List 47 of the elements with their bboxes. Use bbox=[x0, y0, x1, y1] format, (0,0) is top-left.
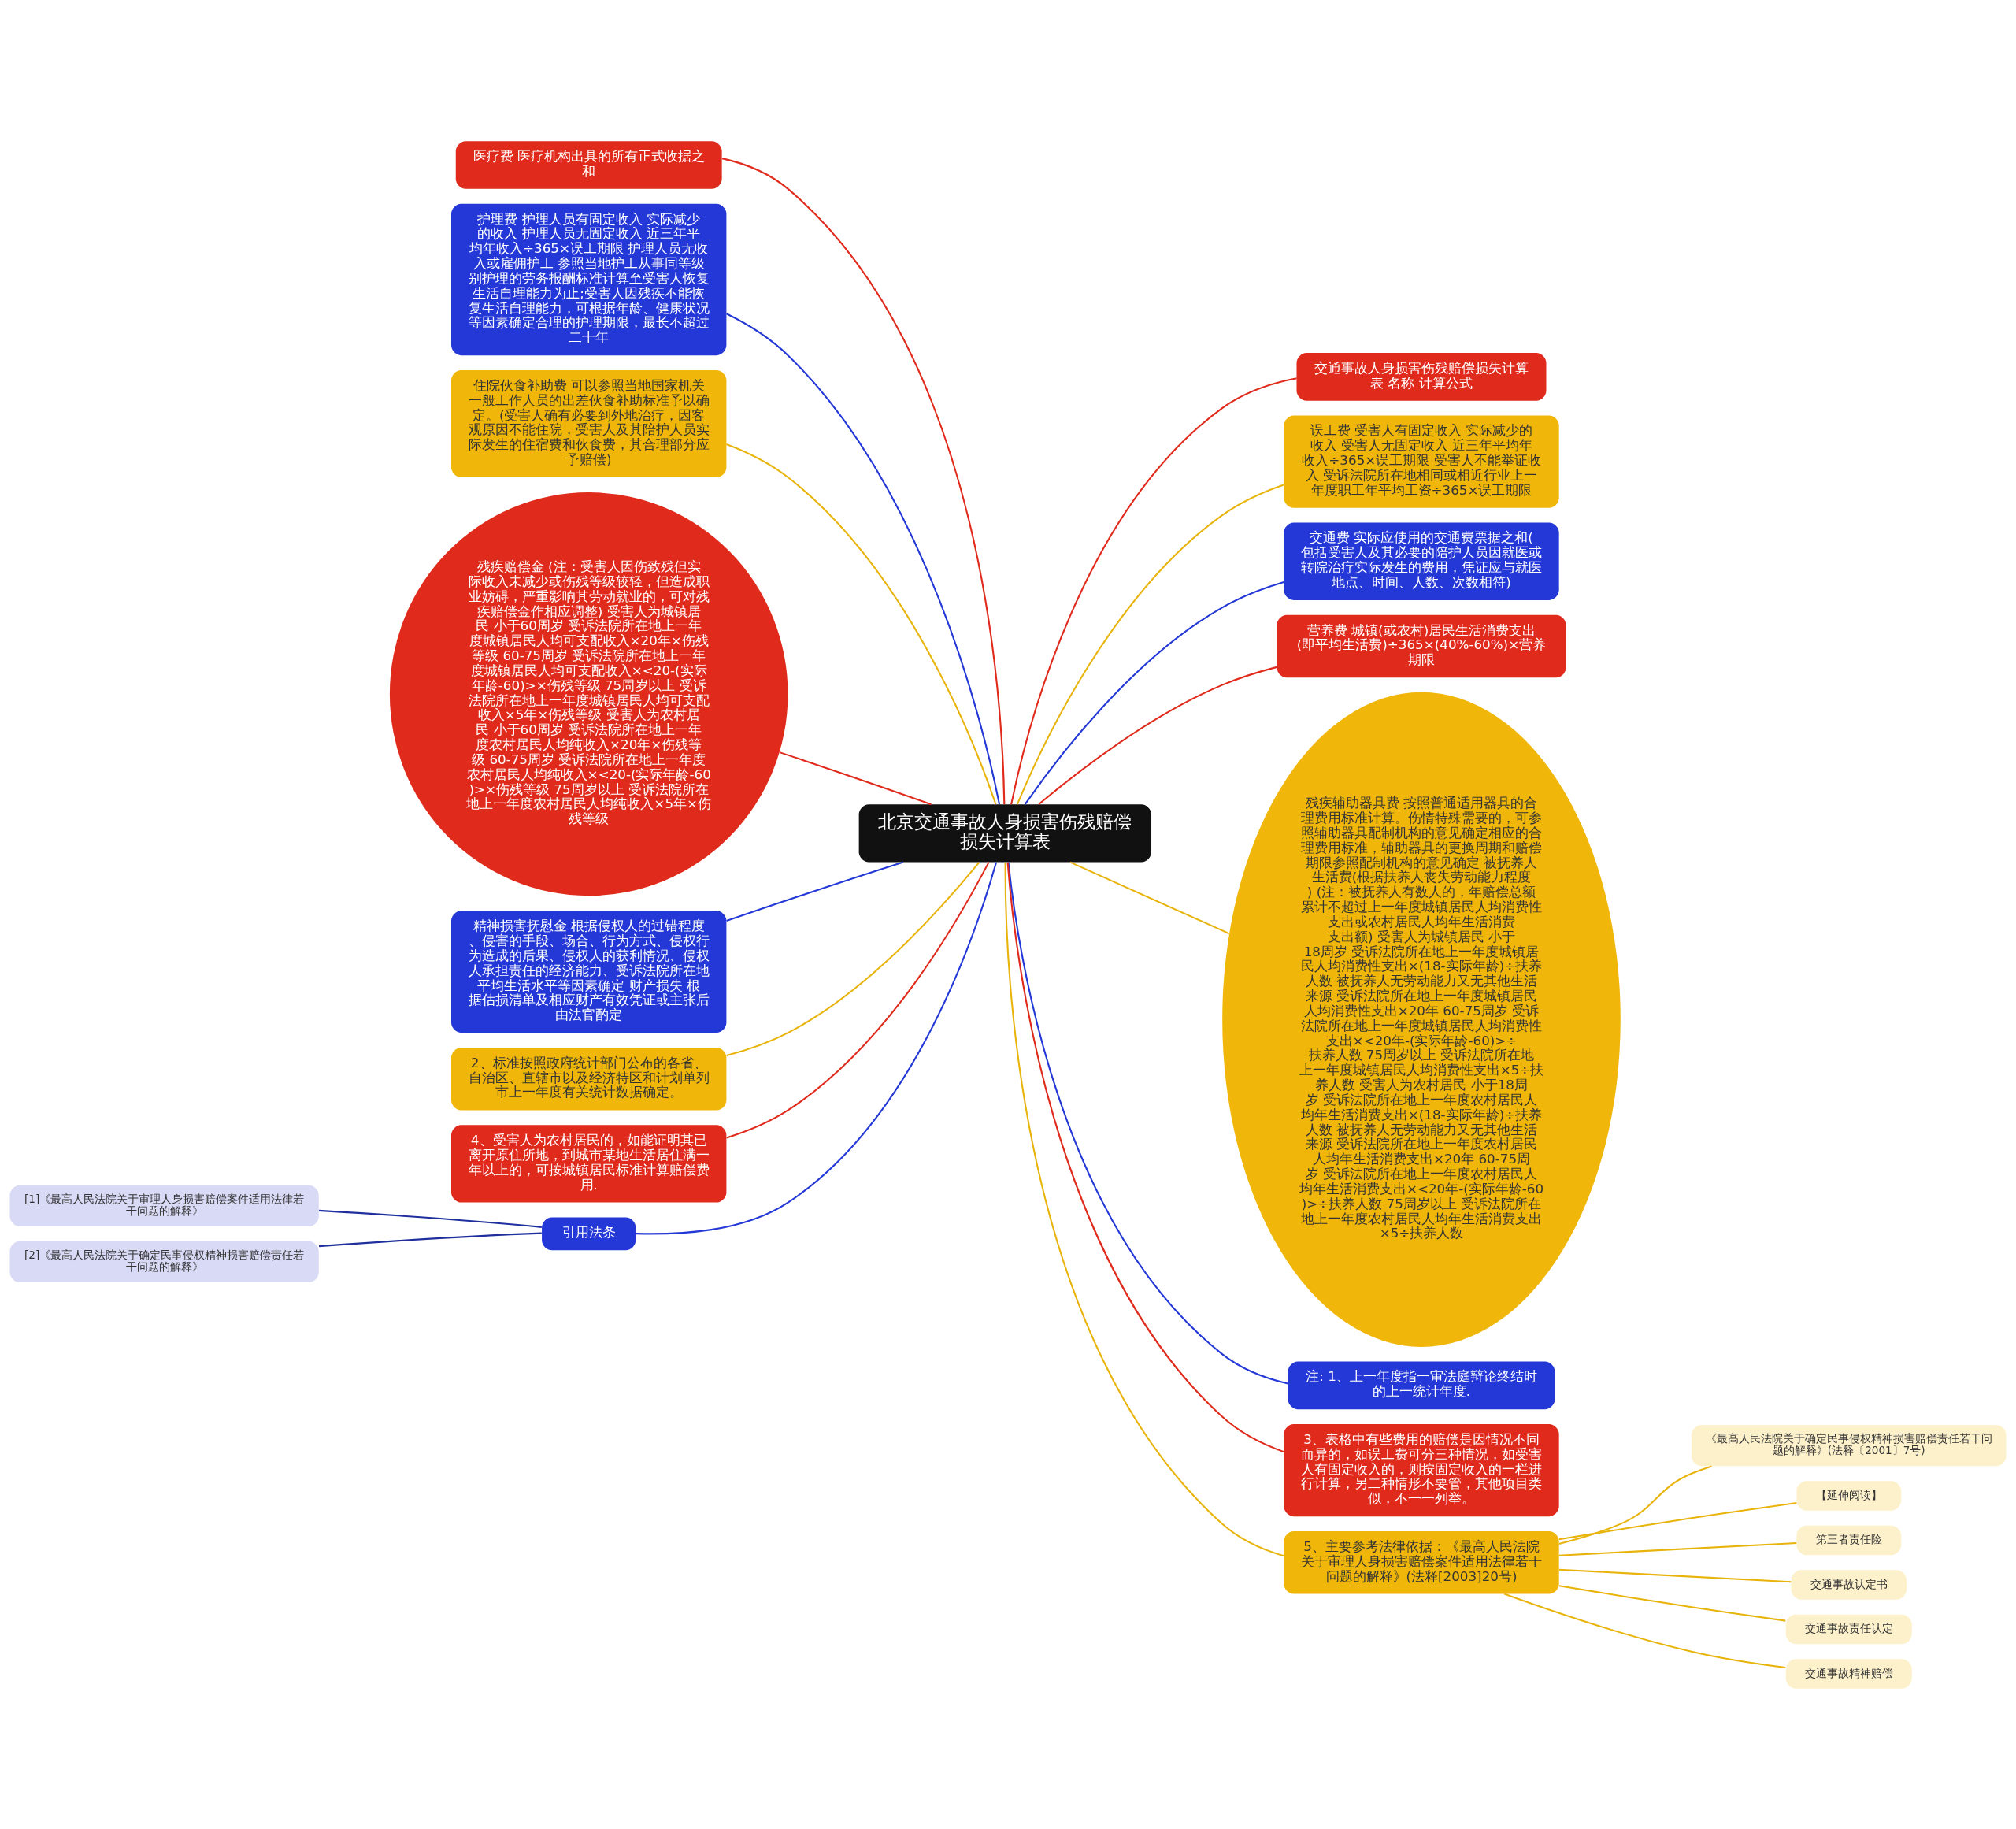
connector bbox=[318, 1232, 542, 1247]
connector bbox=[1016, 483, 1284, 804]
connector bbox=[1038, 666, 1277, 805]
node-box: [1]《最高人民法院关于审理人身损害赔偿案件适用法律若干问题的解释》 bbox=[9, 1185, 319, 1226]
node-box: 护理费 护理人员有固定收入 实际减少的收入 护理人员无固定收入 近三年平均年收入÷365×误工期限 护理人员无收入或雇佣护工 参照当地护工从事同等级别护理的劳务报酬标准计算至受害人恢复生活自理能力为止;受害人因残疾不能恢复生活自理能力，可根据年龄、健康状况等因素确定合理的护理期限，最长不超过二十年 bbox=[451, 203, 727, 355]
node-box: 注: 1、上一年度指一审法庭辩论终结时的上一统计年度. bbox=[1288, 1361, 1555, 1409]
node-box: 2、标准按照政府统计部门公布的各省、自治区、直辖市以及经济特区和计划单列市上一年度有关统计数据确定。 bbox=[451, 1047, 727, 1110]
node-box: 3、表格中有些费用的赔偿是因情况不同而异的，如误工费可分三种情况，如受害人有固定收入的，则按固定收入的一栏进行计算，另二种情形不要管，其他项目类似，不一一列举。 bbox=[1284, 1423, 1559, 1516]
connector bbox=[726, 443, 997, 804]
connector bbox=[779, 751, 932, 805]
node-box: 交通事故认定书 bbox=[1791, 1569, 1907, 1600]
connector bbox=[1558, 1584, 1786, 1622]
connector bbox=[318, 1209, 542, 1228]
connector bbox=[726, 861, 980, 1056]
connector bbox=[1004, 862, 1284, 1556]
connector bbox=[1558, 1541, 1797, 1556]
node-circle: 残疾赔偿金 (注：受害人因伤致残但实际收入未减少或伤残等级较轻，但造成职业妨碍，严重影响其劳动就业的，可对残疾赔偿金作相应调整) 受害人为城镇居民 小于60周岁 受诉法院所在地上一年度城镇居民人均可支配收入×20年×伤残等级 60-75周岁 受诉法院所在地上一年度城镇居民人均可支配收入×<20-(实际年龄-60)>×伤残等级 75周岁以上 受诉法院所在地上一年度城镇居民人均可支配收入×5年×伤残等级 受害人为农村居民 小于60周岁 受诉法院所在地上一年度农村居民人均纯收入×20年×伤残等级 60-75周岁 受诉法院所在地上一年度农村居民人均纯收入×<20-(实际年龄-60)>×伤残等级 75周岁以上 受诉法院所在地上一年度农村居民人均纯收入×5年×伤残等级 bbox=[389, 492, 788, 896]
connector bbox=[636, 861, 998, 1234]
node-box: 营养费 城镇(或农村)居民生活消费支出(即平均生活费)÷365×(40%-60%)×营养期限 bbox=[1277, 614, 1566, 677]
node-box: 4、受害人为农村居民的，如能证明其已离开原住所地，到城市某地生活居住满一年以上的，可按城镇居民标准计算赔偿费用. bbox=[451, 1124, 727, 1203]
node-box: 【延伸阅读】 bbox=[1796, 1480, 1902, 1511]
node-box: 交通费 实际应使用的交通费票据之和(包括受害人及其必要的陪护人员因就医或转院治疗实际发生的费用，凭证应与就医地点、时间、人数、次数相符) bbox=[1284, 522, 1559, 600]
node-box: 北京交通事故人身损害伤残赔偿损失计算表 bbox=[858, 803, 1152, 863]
connector bbox=[1024, 581, 1284, 805]
connector bbox=[1558, 1501, 1797, 1540]
node-box: [2]《最高人民法院关于确定民事侵权精神损害赔偿责任若干问题的解释》 bbox=[9, 1241, 319, 1282]
node-box: 引用法条 bbox=[542, 1216, 636, 1250]
node-box: 住院伙食补助费 可以参照当地国家机关一般工作人员的出差伙食补助标准予以确定。(受害人确有必要到外地治疗，因客观原因不能住院，受害人及其陪护人员实际发生的住宿费和伙食费，其合理部分应予赔偿) bbox=[451, 369, 727, 477]
node-box: 交通事故精神赔偿 bbox=[1785, 1658, 1912, 1689]
node-ellipse: 残疾辅助器具费 按照普通适用器具的合理费用标准计算。伤情特殊需要的，可参照辅助器具配制机构的意见确定相应的合理费用标准，辅助器具的更换周期和赔偿期限参照配制机构的意见确定 被抚养人生活费(根据扶养人丧失劳动能力程度) (注：被抚养人有数人的，年赔偿总额累计不超过上一年度城镇居民人均消费性支出或农村居民人均年生活消费支出额) 受害人为城镇居民 小于18周岁 受诉法院所在地上一年度城镇居民人均消费性支出×(18-实际年龄)÷扶养人数 被抚养人无劳动能力又无其他生活来源 受诉法院所在地上一年度城镇居民人均消费性支出×20年 60-75周岁 受诉法院所在地上一年度城镇居民人均消费性支出×<20年-(实际年龄-60)>÷扶养人数 75周岁以上 受诉法院所在地上一年度城镇居民人均消费性支出×5÷扶养人数 受害人为农村居民 小于18周岁 受诉法院所在地上一年度农村居民人均年生活消费支出×(18-实际年龄)÷扶养人数 被抚养人无劳动能力又无其他生活来源 受诉法院所在地上一年度农村居民人均年生活消费支出×20年 60-75周岁 受诉法院所在地上一年度农村居民人均年生活消费支出×<20年-(实际年龄-60)>÷扶养人数 75周岁以上 受诉法院所在地上一年度农村居民人均年生活消费支出×5÷扶养人数 bbox=[1222, 692, 1621, 1347]
node-box: 交通事故人身损害伤残赔偿损失计算表 名称 计算公式 bbox=[1296, 352, 1547, 401]
node-box: 医疗费 医疗机构出具的所有正式收据之和 bbox=[455, 140, 722, 189]
node-box: 《最高人民法院关于确定民事侵权精神损害赔偿责任若干问题的解释》(法释〔2001〕7号) bbox=[1691, 1424, 2007, 1466]
node-box: 5、主要参考法律依据：《最高人民法院关于审理人身损害赔偿案件适用法律若干问题的解释》(法释[2003]20号) bbox=[1284, 1530, 1559, 1593]
connector bbox=[1010, 377, 1297, 805]
connector bbox=[1558, 1568, 1792, 1582]
node-box: 精神损害抚慰金 根据侵权人的过错程度、侵害的手段、场合、行为方式、侵权行为造成的后果、侵权人的获利情况、侵权人承担责任的经济能力、受诉法院所在地平均生活水平等因素确定 财产损失 根据估损清单及相应财产有效凭证或主张后由法官酌定 bbox=[451, 910, 727, 1033]
connector bbox=[726, 861, 990, 1138]
node-box: 误工费 受害人有固定收入 实际减少的收入 受害人无固定收入 近三年平均年收入÷365×误工期限 受害人不能举证收入 受诉法院所在地相同或相近行业上一年度职工年平均工资÷365×误工期限 bbox=[1284, 415, 1559, 508]
connector bbox=[1069, 861, 1230, 934]
connector bbox=[726, 312, 1001, 804]
connector bbox=[726, 861, 904, 922]
connector bbox=[1503, 1593, 1786, 1668]
node-box: 交通事故责任认定 bbox=[1785, 1614, 1912, 1644]
node-box: 第三者责任险 bbox=[1796, 1525, 1902, 1555]
connector bbox=[1558, 1464, 1712, 1545]
connector bbox=[721, 157, 1006, 804]
